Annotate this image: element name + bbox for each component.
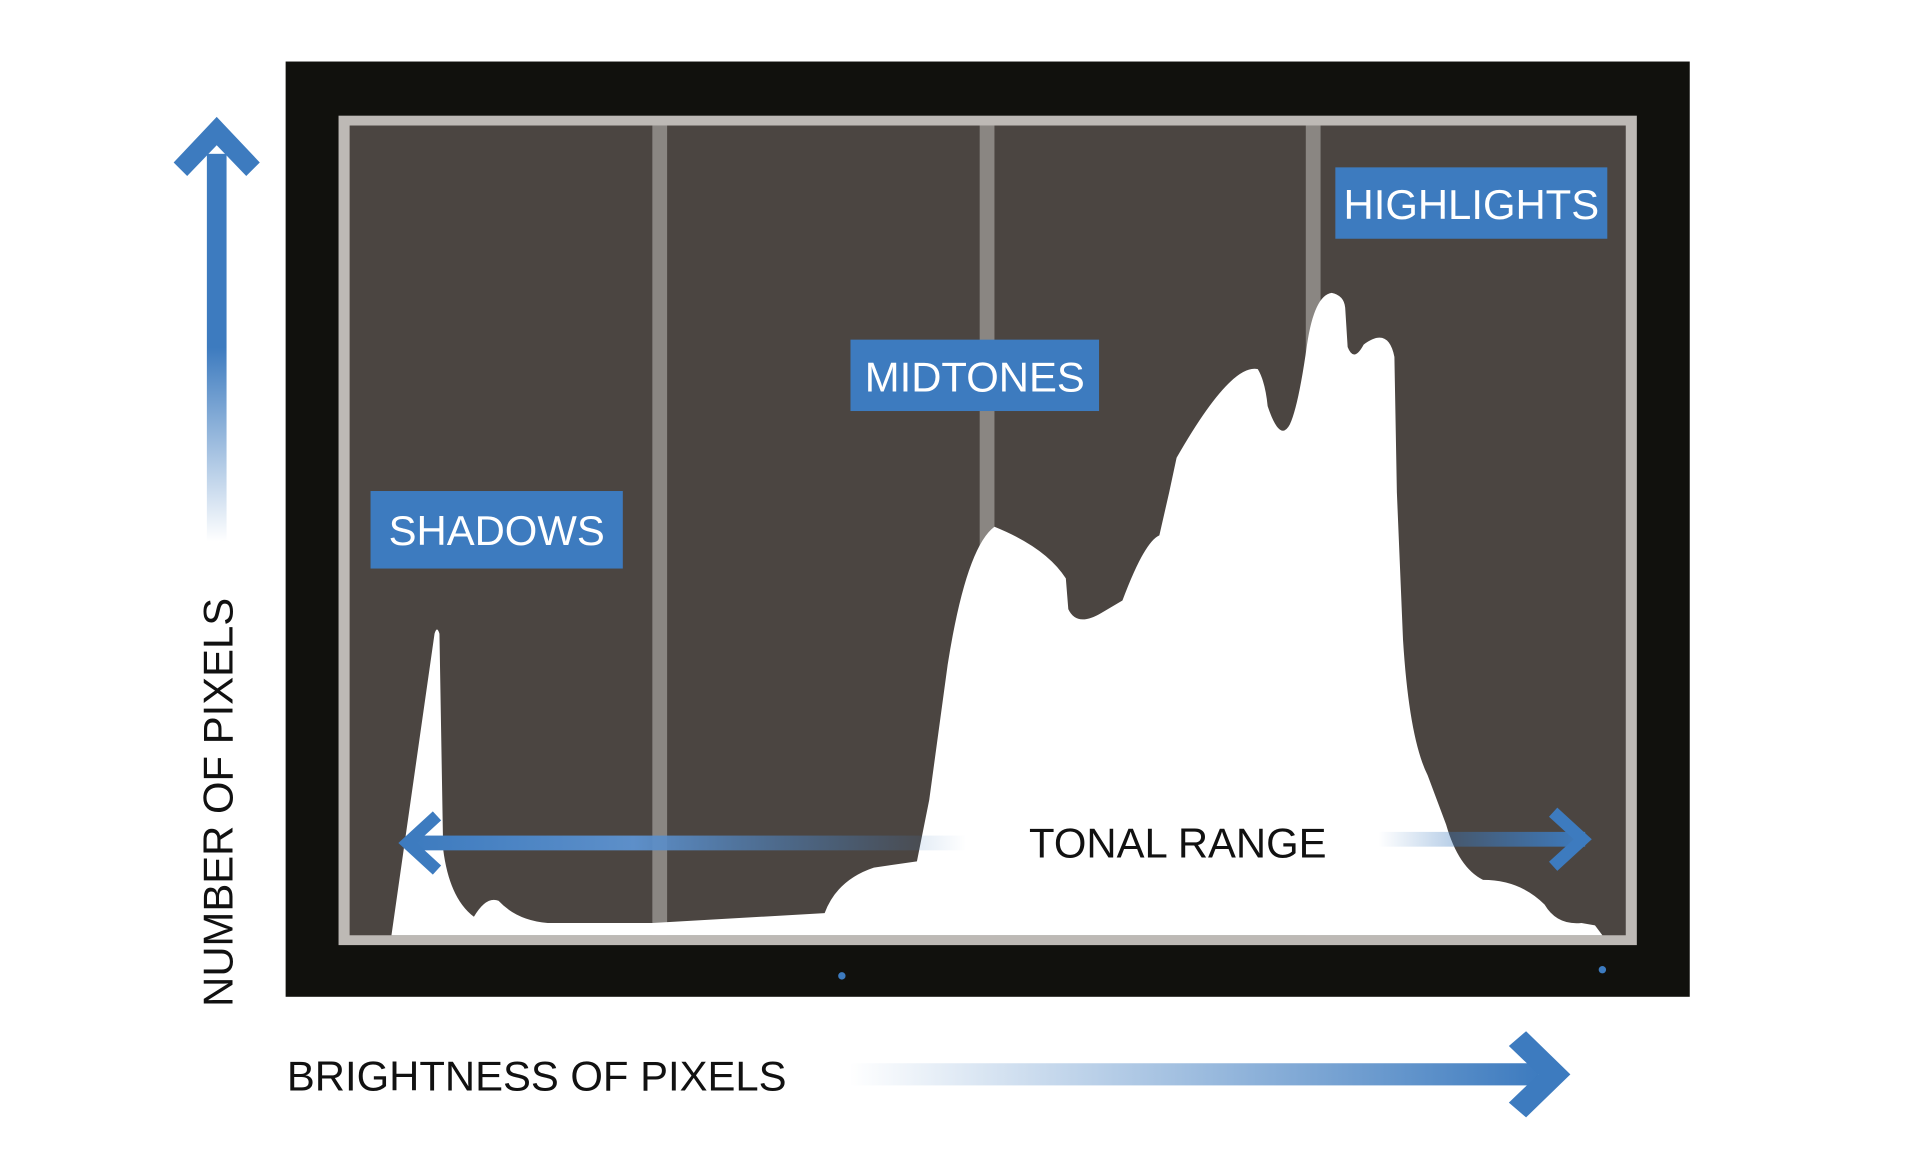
highlights-label-box <box>1335 167 1608 239</box>
highlights-label: HIGHLIGHTS <box>1343 181 1599 228</box>
arrow-right-icon <box>849 1031 1571 1118</box>
divider-1 <box>652 125 668 936</box>
arrow-left-icon <box>398 811 967 875</box>
marker-dot <box>1598 966 1607 974</box>
marker-dot <box>838 972 846 980</box>
x-axis-label: BRIGHTNESS OF PIXELS <box>287 1052 787 1099</box>
arrow-up-icon <box>173 116 260 542</box>
midtones-label-box <box>850 339 1100 412</box>
y-axis-label: NUMBER OF PIXELS <box>195 598 242 1007</box>
arrow-right-icon <box>1378 807 1592 871</box>
tonal-range-label: TONAL RANGE <box>1029 820 1327 867</box>
histogram-shape <box>391 292 1603 936</box>
midtones-label: MIDTONES <box>865 353 1085 400</box>
shadows-label: SHADOWS <box>389 507 605 554</box>
shadows-label-box <box>370 491 623 569</box>
